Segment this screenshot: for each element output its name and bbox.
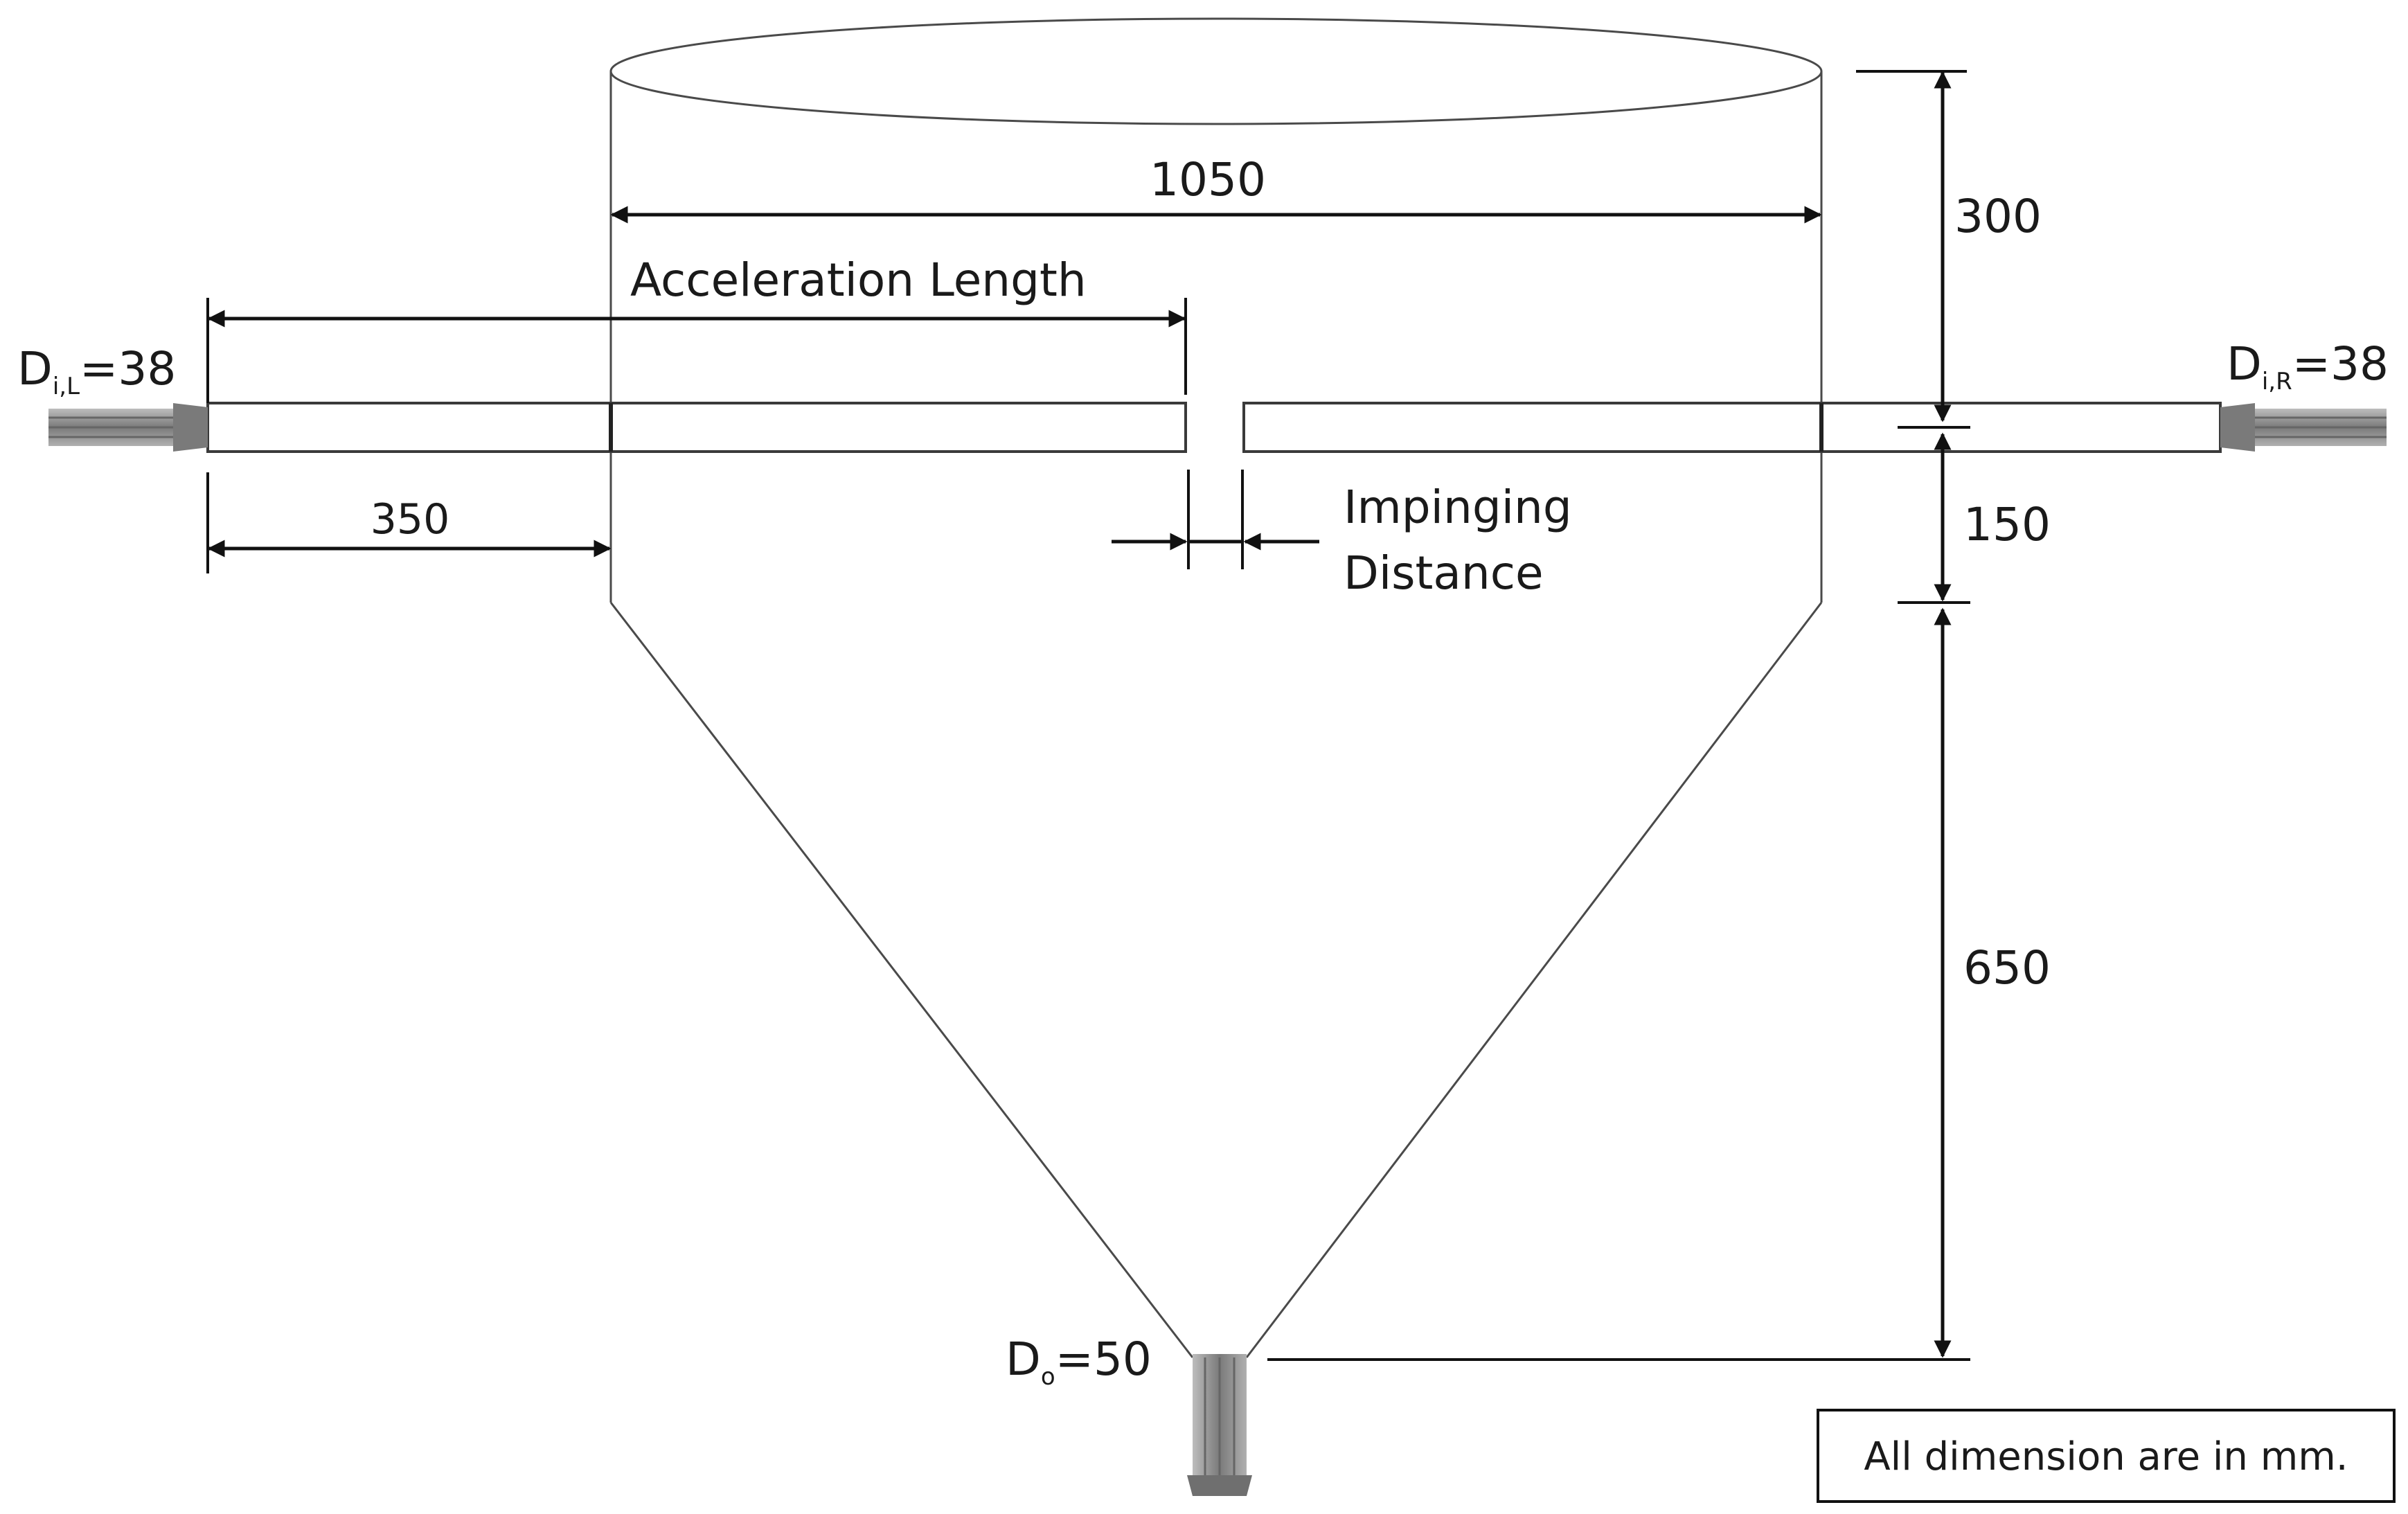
outlet-fitting (1187, 1354, 1252, 1496)
dim-impinging-distance: Impinging Distance (1112, 470, 1572, 600)
dim-acceleration-length: Acceleration Length (206, 253, 1187, 403)
vessel (609, 17, 1823, 1358)
dim-cone-height-label: 650 (1963, 941, 2051, 995)
right-inlet-fitting (2220, 403, 2387, 452)
units-note-text: All dimension are in mm. (1864, 1434, 2348, 1479)
right-inlet-pipe (1242, 402, 2222, 453)
vessel-top-ellipse (609, 17, 1823, 125)
impinging-distance-label-line1: Impinging (1344, 481, 1572, 534)
inlet-right-diameter-label: Di,R=38 (2227, 337, 2389, 395)
dim-pipe-outside-label: 350 (371, 495, 450, 544)
left-inlet-pipe (206, 402, 1187, 453)
dim-vertical-stack: 300 150 650 (1267, 70, 2051, 1361)
dim-pipe-outside: 350 (206, 472, 612, 573)
inlet-left-diameter-label: Di,L=38 (17, 342, 176, 400)
outlet-diameter-label: Do=50 (1006, 1333, 1152, 1391)
acceleration-length-label: Acceleration Length (630, 253, 1087, 307)
cone-right-wall (1245, 602, 1823, 1358)
dim-top-width-label: 1050 (1150, 153, 1266, 206)
impinging-distance-label-line2: Distance (1344, 546, 1544, 600)
units-note: All dimension are in mm. (1817, 1409, 2396, 1503)
dim-cyl-height-label: 300 (1954, 190, 2042, 243)
cone-left-wall (609, 602, 1194, 1358)
dim-pipe-to-cone-label: 150 (1963, 498, 2051, 551)
dim-top-width: 1050 (610, 153, 1822, 224)
left-inlet-fitting (48, 403, 208, 452)
